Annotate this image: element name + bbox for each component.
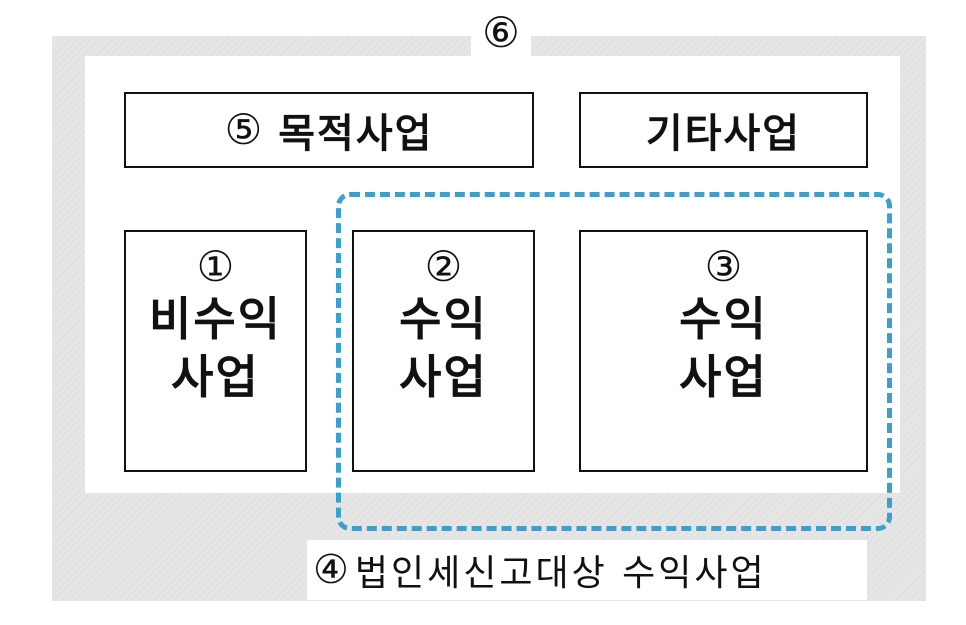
caption-marker: ④ (313, 547, 349, 593)
purpose-business-label: 목적사업 (278, 111, 434, 157)
outer-region-marker: ⑥ (471, 8, 531, 58)
profit-business-box-3: ③ 수익 사업 (579, 230, 868, 472)
purpose-business-box: ⑤ 목적사업 (124, 92, 534, 168)
profit-business-box-2: ② 수익 사업 (352, 230, 535, 472)
caption-label: 법인세신고대상 수익사업 (354, 553, 767, 594)
box3-line1: 수익 (679, 292, 768, 346)
box1-line1: 비수익 (149, 292, 282, 346)
taxable-profit-caption: ④ 법인세신고대상 수익사업 (307, 540, 867, 600)
box3-marker: ③ (704, 242, 743, 291)
box1-marker: ① (196, 242, 235, 291)
box2-marker: ② (424, 242, 463, 291)
box2-line1: 수익 (399, 292, 488, 346)
taxable-profit-group-outline (336, 192, 892, 531)
other-business-label: 기타사업 (645, 111, 802, 157)
box3-line2: 사업 (679, 350, 768, 404)
non-profit-business-box: ① 비수익 사업 (124, 230, 307, 472)
box1-line2: 사업 (171, 350, 260, 404)
other-business-box: 기타사업 (579, 92, 868, 168)
box2-line2: 사업 (399, 350, 488, 404)
purpose-business-marker: ⑤ (224, 105, 265, 154)
